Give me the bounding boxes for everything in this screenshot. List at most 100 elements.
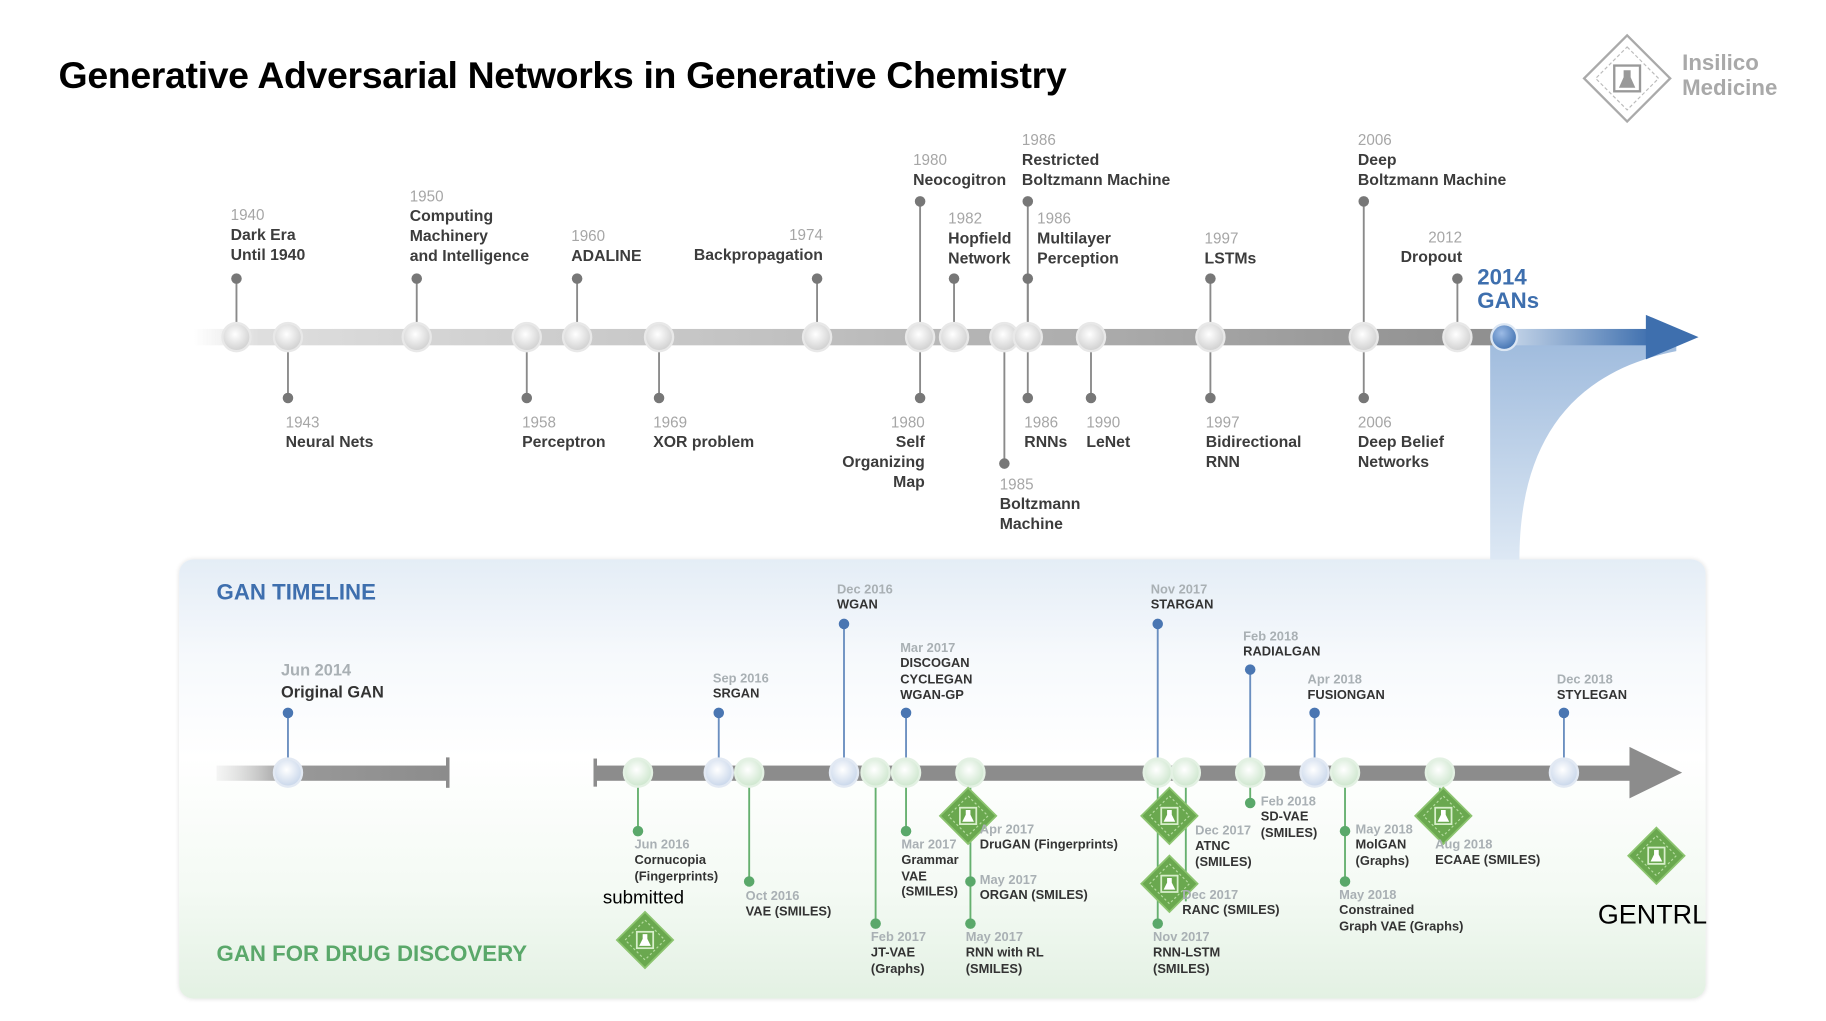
timeline-node xyxy=(1075,321,1107,353)
event-dot xyxy=(411,273,423,284)
drug-event-label: ATNC xyxy=(1195,839,1230,854)
event-dot xyxy=(1358,392,1370,404)
event-label: LeNet xyxy=(1086,433,1131,451)
drug-event-label: Constrained xyxy=(1339,903,1415,918)
submitted-annotation: submitted xyxy=(602,888,685,909)
gan-event-date: Jun 2014 xyxy=(280,660,352,679)
gans-flare xyxy=(1490,339,1677,560)
drug-event-date: May 2018 xyxy=(1339,888,1397,903)
drug-event-date: Mar 2017 xyxy=(901,838,957,853)
gentrl-annotation: GENTRL xyxy=(1597,899,1708,930)
event-year: 1997 xyxy=(1205,413,1240,431)
event-label: Backpropagation xyxy=(693,245,823,264)
drug-event-label: DruGAN (Fingerprints) xyxy=(979,838,1118,853)
drug-event-dot xyxy=(900,825,912,837)
gan-node xyxy=(703,757,734,788)
gans-label: GANs xyxy=(1477,289,1540,314)
drug-discovery-title: GAN FOR DRUG DISCOVERY xyxy=(216,942,528,967)
gan-event-label: STARGAN xyxy=(1150,598,1214,613)
timeline-node xyxy=(511,321,542,353)
logo-text-line2: Medicine xyxy=(1682,76,1778,101)
event-label: Boltzmann Machine xyxy=(1021,170,1171,189)
event-label: ADALINE xyxy=(571,246,642,265)
timeline-node xyxy=(938,321,970,353)
drug-node xyxy=(1170,757,1202,788)
flask-icon xyxy=(962,810,974,822)
gan-node xyxy=(272,757,304,788)
mark-frame xyxy=(1160,806,1179,825)
gan-event-date: Apr 2018 xyxy=(1307,673,1362,688)
gan-event-label: FUSIONGAN xyxy=(1307,688,1385,703)
timeline-node xyxy=(1012,321,1044,353)
drug-event-label: MolGAN xyxy=(1355,838,1407,853)
drug-event-dot xyxy=(1152,918,1163,929)
flask-icon xyxy=(1650,849,1663,862)
event-label: Boltzmann Machine xyxy=(1357,170,1507,189)
flask-icon xyxy=(1437,810,1450,822)
gan-event-date: Feb 2018 xyxy=(1243,629,1299,644)
mark-frame xyxy=(1647,846,1666,865)
gan-event-date: Dec 2016 xyxy=(836,582,893,598)
gan-event-label: STYLEGAN xyxy=(1556,688,1628,703)
drug-event-label: (SMILES) xyxy=(1153,961,1210,976)
mark-frame xyxy=(635,930,655,950)
gan-event-label: DISCOGAN xyxy=(900,656,970,671)
flask-icon xyxy=(639,934,651,946)
event-label: Perception xyxy=(1037,249,1119,267)
drug-event-label: JT-VAE xyxy=(870,945,916,960)
event-year: 1958 xyxy=(522,413,556,431)
event-label: Boltzmann xyxy=(999,495,1081,513)
gan-event-label: CYCLEGAN xyxy=(900,672,973,687)
event-year: 1990 xyxy=(1086,413,1121,431)
event-dot xyxy=(1358,196,1370,207)
drug-event-date: May 2018 xyxy=(1355,822,1413,837)
mark-frame xyxy=(1160,874,1179,893)
event-year: 2006 xyxy=(1357,131,1392,149)
drug-event-label: (Graphs) xyxy=(870,961,925,976)
drug-node xyxy=(1329,757,1361,788)
event-dot xyxy=(231,273,242,284)
event-dot xyxy=(282,392,294,404)
event-dot xyxy=(1205,392,1216,404)
event-label: Restricted xyxy=(1021,151,1100,169)
insilico-mark-icon xyxy=(615,910,675,970)
event-label: Neural Nets xyxy=(285,433,374,451)
drug-event-dot xyxy=(870,918,881,929)
drug-event-dot xyxy=(965,876,976,887)
event-dot xyxy=(1022,196,1034,207)
timeline-node xyxy=(1348,321,1379,353)
mark-frame xyxy=(1434,806,1453,825)
event-dot xyxy=(1205,273,1216,284)
drug-event-date: Feb 2017 xyxy=(870,930,927,945)
event-year: 2006 xyxy=(1357,413,1392,431)
event-label: Organizing xyxy=(842,453,925,471)
event-year: 1980 xyxy=(890,413,925,431)
insilico-mark-icon xyxy=(1627,826,1686,886)
gan-event-dot xyxy=(713,707,725,719)
event-label: Multilayer xyxy=(1037,229,1111,247)
gan-axis-arrow-head xyxy=(1629,746,1683,799)
drug-event-label: Cornucopia xyxy=(634,853,707,868)
event-year: 1985 xyxy=(999,475,1034,493)
drug-event-date: May 2017 xyxy=(965,930,1024,945)
drug-event-label: VAE xyxy=(901,869,927,884)
drug-node xyxy=(1234,757,1266,788)
drug-event-label: ECAAE (SMILES) xyxy=(1435,853,1541,868)
gan-event-label: SRGAN xyxy=(712,687,760,702)
